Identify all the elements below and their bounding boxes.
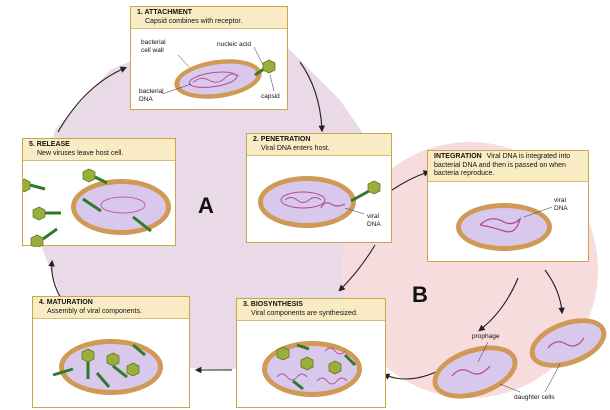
penetration-title: 2. PENETRATION bbox=[253, 136, 311, 143]
viral-components bbox=[276, 343, 357, 391]
penetration-desc: Viral DNA enters host. bbox=[261, 144, 330, 152]
released-virus-icon bbox=[30, 227, 58, 247]
integration-header: INTEGRATION Viral DNA is integrated into… bbox=[428, 151, 588, 182]
release-desc: New viruses leave host cell. bbox=[37, 149, 124, 157]
maturation-desc: Assembly of viral components. bbox=[47, 307, 142, 315]
arrow-penetration-to-biosynthesis bbox=[338, 244, 376, 292]
maturation-header: 4. MATURATION Assembly of viral componen… bbox=[33, 297, 189, 319]
released-virus-icon bbox=[23, 178, 46, 193]
virus-icon bbox=[254, 59, 276, 77]
arrow-integration-to-daughter-a bbox=[544, 269, 565, 315]
cycle-label-b: B bbox=[412, 282, 428, 307]
daughter-cell-right bbox=[529, 318, 607, 368]
arrow-daughter-to-biosynthesis bbox=[382, 369, 441, 380]
label-prophage: prophage bbox=[472, 333, 500, 340]
daughter-cell-left bbox=[432, 345, 518, 399]
biosynthesis-desc: Viral components are synthesized. bbox=[251, 309, 358, 317]
lytic-cycle-area bbox=[35, 30, 395, 370]
label-nucleic-acid: nucleic acid bbox=[217, 41, 251, 48]
release-title: 5. RELEASE bbox=[29, 141, 70, 148]
bacterium-cell bbox=[174, 59, 262, 99]
biosynthesis-panel: 3. BIOSYNTHESIS Viral components are syn… bbox=[236, 298, 386, 408]
label-daughter-cells: daughter cells bbox=[514, 394, 555, 401]
attachment-desc: Capsid combines with receptor. bbox=[145, 17, 243, 25]
virus-icon bbox=[350, 180, 381, 203]
assembled-virus-icon bbox=[52, 343, 146, 388]
arrow-attach-to-penetration bbox=[299, 61, 326, 133]
arrow-release-to-attachment bbox=[57, 66, 128, 133]
viral-dna bbox=[320, 202, 346, 209]
bacterium-cell bbox=[258, 176, 356, 228]
biosynthesis-header: 3. BIOSYNTHESIS Viral components are syn… bbox=[237, 299, 385, 321]
integration-desc: Viral DNA is integrated into bacterial D… bbox=[434, 153, 571, 177]
penetration-panel: 2. PENETRATION Viral DNA enters host. vi… bbox=[246, 133, 392, 243]
released-virus-icon bbox=[32, 206, 61, 221]
arrow-penetration-to-integration bbox=[391, 170, 431, 191]
maturation-title: 4. MATURATION bbox=[39, 299, 93, 306]
cycle-label-a: A bbox=[198, 193, 214, 218]
integration-title: INTEGRATION bbox=[434, 153, 482, 160]
bacterial-dna bbox=[188, 71, 238, 88]
maturation-panel: 4. MATURATION Assembly of viral componen… bbox=[32, 296, 190, 408]
release-header: 5. RELEASE New viruses leave host cell. bbox=[23, 139, 175, 161]
attachment-title: 1. ATTACHMENT bbox=[137, 9, 193, 16]
label-capsid: capsid bbox=[261, 93, 280, 100]
release-panel: 5. RELEASE New viruses leave host cell. bbox=[22, 138, 176, 247]
released-virus-icon bbox=[82, 168, 108, 213]
biosynthesis-title: 3. BIOSYNTHESIS bbox=[243, 301, 303, 308]
integrated-viral-dna bbox=[479, 216, 522, 233]
penetration-header: 2. PENETRATION Viral DNA enters host. bbox=[247, 134, 391, 156]
integration-panel: INTEGRATION Viral DNA is integrated into… bbox=[427, 150, 589, 262]
attachment-header: 1. ATTACHMENT Capsid combines with recep… bbox=[131, 7, 287, 29]
bacterium-cell bbox=[71, 179, 171, 235]
bacterium-cell bbox=[456, 203, 552, 251]
attachment-panel: 1. ATTACHMENT Capsid combines with recep… bbox=[130, 6, 288, 110]
arrow-integration-to-daughter-b bbox=[478, 277, 519, 332]
